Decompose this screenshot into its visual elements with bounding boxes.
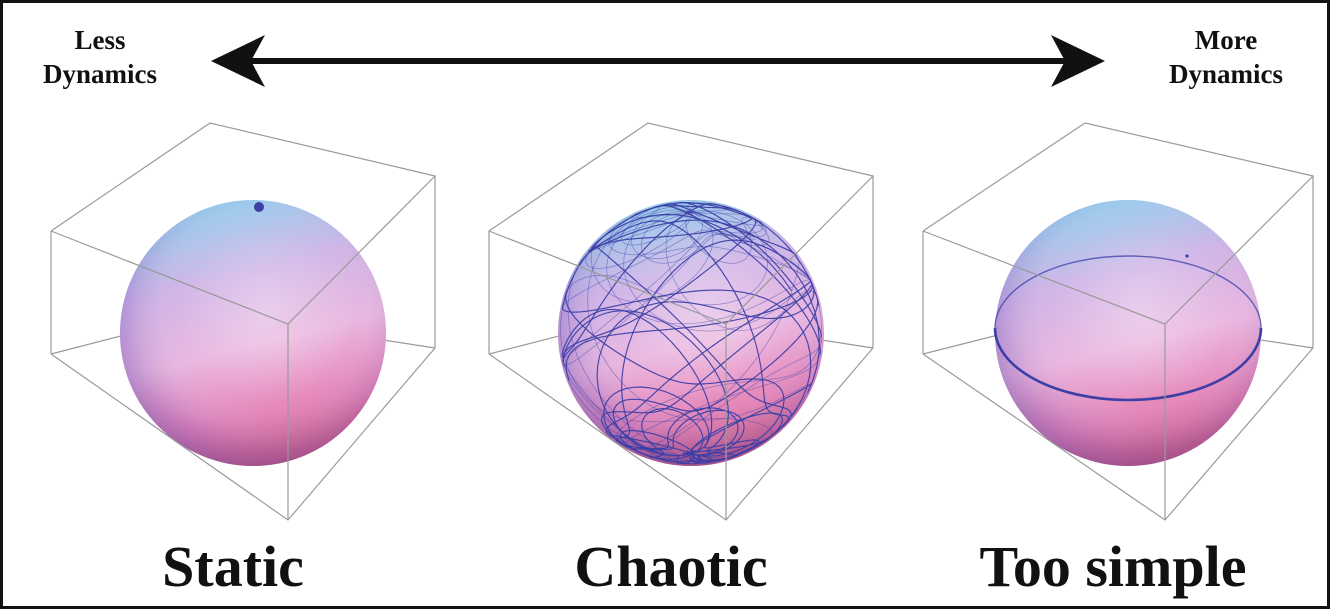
trajectory-back-segment	[588, 203, 770, 252]
trajectory-back-segment	[589, 210, 755, 264]
trajectory-back-segment	[624, 354, 821, 447]
caption-static: Static	[162, 534, 304, 599]
trajectory-front-segment	[709, 202, 739, 212]
trajectory-back-segment	[621, 202, 812, 280]
trajectory-front-segment	[634, 202, 673, 216]
more-dynamics-label: More Dynamics	[1141, 23, 1311, 91]
trajectory-front-segment	[608, 412, 783, 457]
trajectory-front-segment	[660, 204, 821, 355]
trajectory-back-segment	[630, 205, 752, 260]
trajectory-back-segment	[563, 233, 756, 366]
less-dynamics-line-2: Dynamics	[43, 59, 157, 89]
trajectory-front-segment	[612, 299, 819, 464]
trajectory-back-segment	[683, 456, 734, 465]
right-arrowhead	[1051, 35, 1105, 87]
trajectory-back-segment	[590, 208, 733, 303]
dynamics-axis	[211, 35, 1105, 87]
trajectory-back-segment	[560, 307, 773, 440]
trajectory-front-segment	[561, 308, 760, 465]
trajectory-front-segment	[565, 290, 785, 464]
static-point	[254, 202, 264, 212]
trajectory-back-segment	[585, 209, 764, 269]
sphere-shading	[995, 200, 1261, 466]
chaotic-trajectory	[560, 201, 823, 465]
trajectory-front-segment	[562, 310, 736, 458]
too-simple-panel	[922, 122, 1315, 521]
trajectory-front-segment	[592, 245, 792, 423]
left-arrowhead	[211, 35, 265, 87]
trajectory-front-segment	[590, 213, 792, 291]
caption-chaotic: Chaotic	[574, 534, 768, 599]
trajectory-front-segment	[565, 284, 814, 382]
trajectory-front-segment	[603, 386, 714, 463]
trajectory-front-segment	[653, 205, 732, 210]
trajectory-back-segment	[737, 426, 783, 456]
chaotic-panel	[488, 122, 875, 521]
trajectory-front-segment	[562, 218, 757, 367]
trajectory-back-segment	[625, 255, 800, 450]
trajectory-front-segment	[670, 203, 797, 257]
trajectory-front-segment	[596, 288, 815, 465]
sphere-shading	[120, 200, 386, 466]
box-front-edges	[488, 122, 875, 521]
trajectory-back-segment	[561, 203, 812, 359]
trajectory-back-segment	[609, 435, 713, 463]
less-dynamics-label: Less Dynamics	[15, 23, 185, 91]
less-dynamics-line-1: Less	[74, 25, 126, 55]
orbit-marker	[1185, 254, 1189, 258]
more-dynamics-line-2: Dynamics	[1169, 59, 1283, 89]
caption-too-simple: Too simple	[979, 534, 1247, 599]
orbit-back-half	[994, 255, 1262, 329]
trajectory-front-segment	[641, 408, 768, 459]
trajectory-back-segment	[568, 380, 695, 465]
more-dynamics-line-1: More	[1194, 25, 1258, 55]
trajectory-back-segment	[562, 210, 763, 308]
trajectory-back-segment	[640, 203, 815, 289]
trajectory-back-segment	[610, 392, 809, 459]
trajectory-front-segment	[561, 202, 762, 309]
trajectory-front-segment	[562, 203, 712, 362]
trajectory-back-segment	[615, 306, 822, 443]
trajectory-back-segment	[562, 361, 682, 464]
trajectory-front-segment	[588, 219, 820, 393]
trajectory-front-segment	[605, 280, 812, 437]
box-front-edges	[50, 122, 437, 521]
trajectory-back-segment	[587, 207, 813, 421]
static-panel	[50, 122, 437, 521]
trajectory-back-segment	[623, 202, 813, 332]
trajectory-back-segment	[630, 212, 818, 331]
box-front-edges	[922, 122, 1315, 521]
orbit-front-half	[993, 327, 1263, 402]
